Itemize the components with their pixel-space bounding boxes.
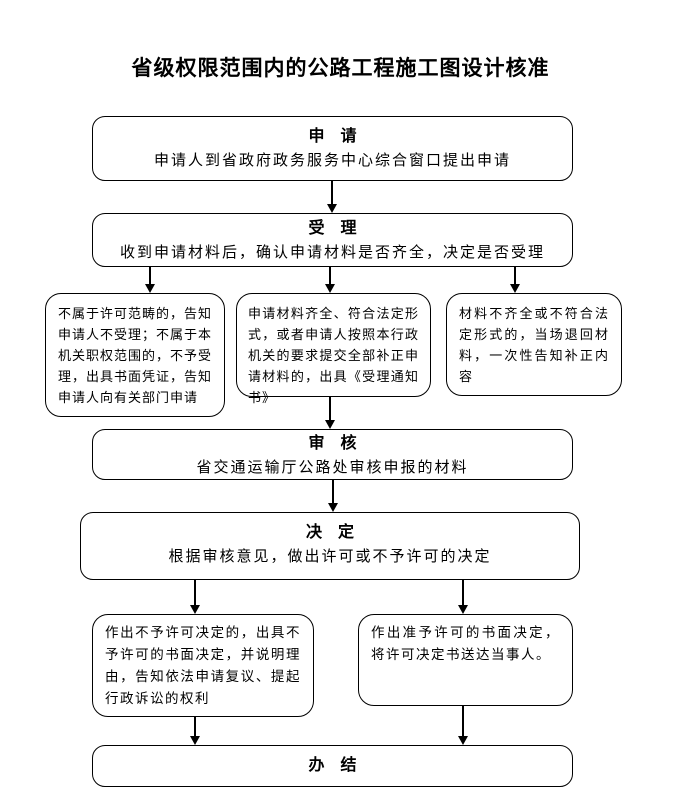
node-decision: 决 定 根据审核意见，做出许可或不予许可的决定 <box>80 512 580 580</box>
arrow-apply-to-accept <box>326 181 338 213</box>
node-decision-heading: 决 定 <box>305 524 354 541</box>
arrow-grant-to-complete <box>457 706 469 745</box>
node-grant-body: 作出准予许可的书面决定，将许可决定书送达当事人。 <box>371 625 560 662</box>
node-returned: 材料不齐全或不符合法定形式的，当场退回材料，一次性告知补正内容 <box>446 293 622 396</box>
node-complete-heading: 办 结 <box>308 757 357 774</box>
node-accept-heading: 受 理 <box>308 220 357 237</box>
arrow-accept-to-middle <box>324 267 336 293</box>
arrow-deny-to-complete <box>189 717 201 745</box>
node-decision-body: 根据审核意见，做出许可或不予许可的决定 <box>168 549 492 565</box>
arrow-review-to-decision <box>327 480 339 512</box>
arrow-accept-to-right <box>509 267 521 293</box>
arrow-accept-to-left <box>144 267 156 293</box>
node-accepted: 申请材料齐全、符合法定形式，或者申请人按照本行政机关的要求提交全部补正申请材料的… <box>236 293 431 405</box>
node-complete: 办 结 <box>92 745 573 787</box>
page-title: 省级权限范围内的公路工程施工图设计核准 <box>131 56 550 80</box>
node-deny: 作出不予许可决定的，出具不予许可的书面决定，并说明理由，告知依法申请复议、提起行… <box>92 614 314 717</box>
node-apply: 申 请 申请人到省政府政务服务中心综合窗口提出申请 <box>92 116 573 181</box>
node-grant: 作出准予许可的书面决定，将许可决定书送达当事人。 <box>358 614 573 706</box>
node-accepted-body: 申请材料齐全、符合法定形式，或者申请人按照本行政机关的要求提交全部补正申请材料的… <box>248 306 419 405</box>
node-not-accepted: 不属于许可范畴的，告知申请人不受理；不属于本机关职权范围的，不予受理，出具书面凭… <box>45 293 225 417</box>
arrow-middle-to-review <box>324 397 336 429</box>
node-returned-body: 材料不齐全或不符合法定形式的，当场退回材料，一次性告知补正内容 <box>459 306 609 384</box>
node-not-accepted-body: 不属于许可范畴的，告知申请人不受理；不属于本机关职权范围的，不予受理，出具书面凭… <box>58 306 213 405</box>
node-accept: 受 理 收到申请材料后，确认申请材料是否齐全，决定是否受理 <box>92 213 573 267</box>
node-review-body: 省交通运输厅公路处审核申报的材料 <box>196 460 469 476</box>
node-accept-body: 收到申请材料后，确认申请材料是否齐全，决定是否受理 <box>119 245 545 261</box>
arrow-decision-to-grant <box>457 580 469 614</box>
node-deny-body: 作出不予许可决定的，出具不予许可的书面决定，并说明理由，告知依法申请复议、提起行… <box>105 625 301 706</box>
node-apply-heading: 申 请 <box>308 128 357 145</box>
node-review: 审 核 省交通运输厅公路处审核申报的材料 <box>92 429 573 480</box>
node-apply-body: 申请人到省政府政务服务中心综合窗口提出申请 <box>153 153 511 169</box>
node-review-heading: 审 核 <box>308 435 357 452</box>
arrow-decision-to-deny <box>189 580 201 614</box>
